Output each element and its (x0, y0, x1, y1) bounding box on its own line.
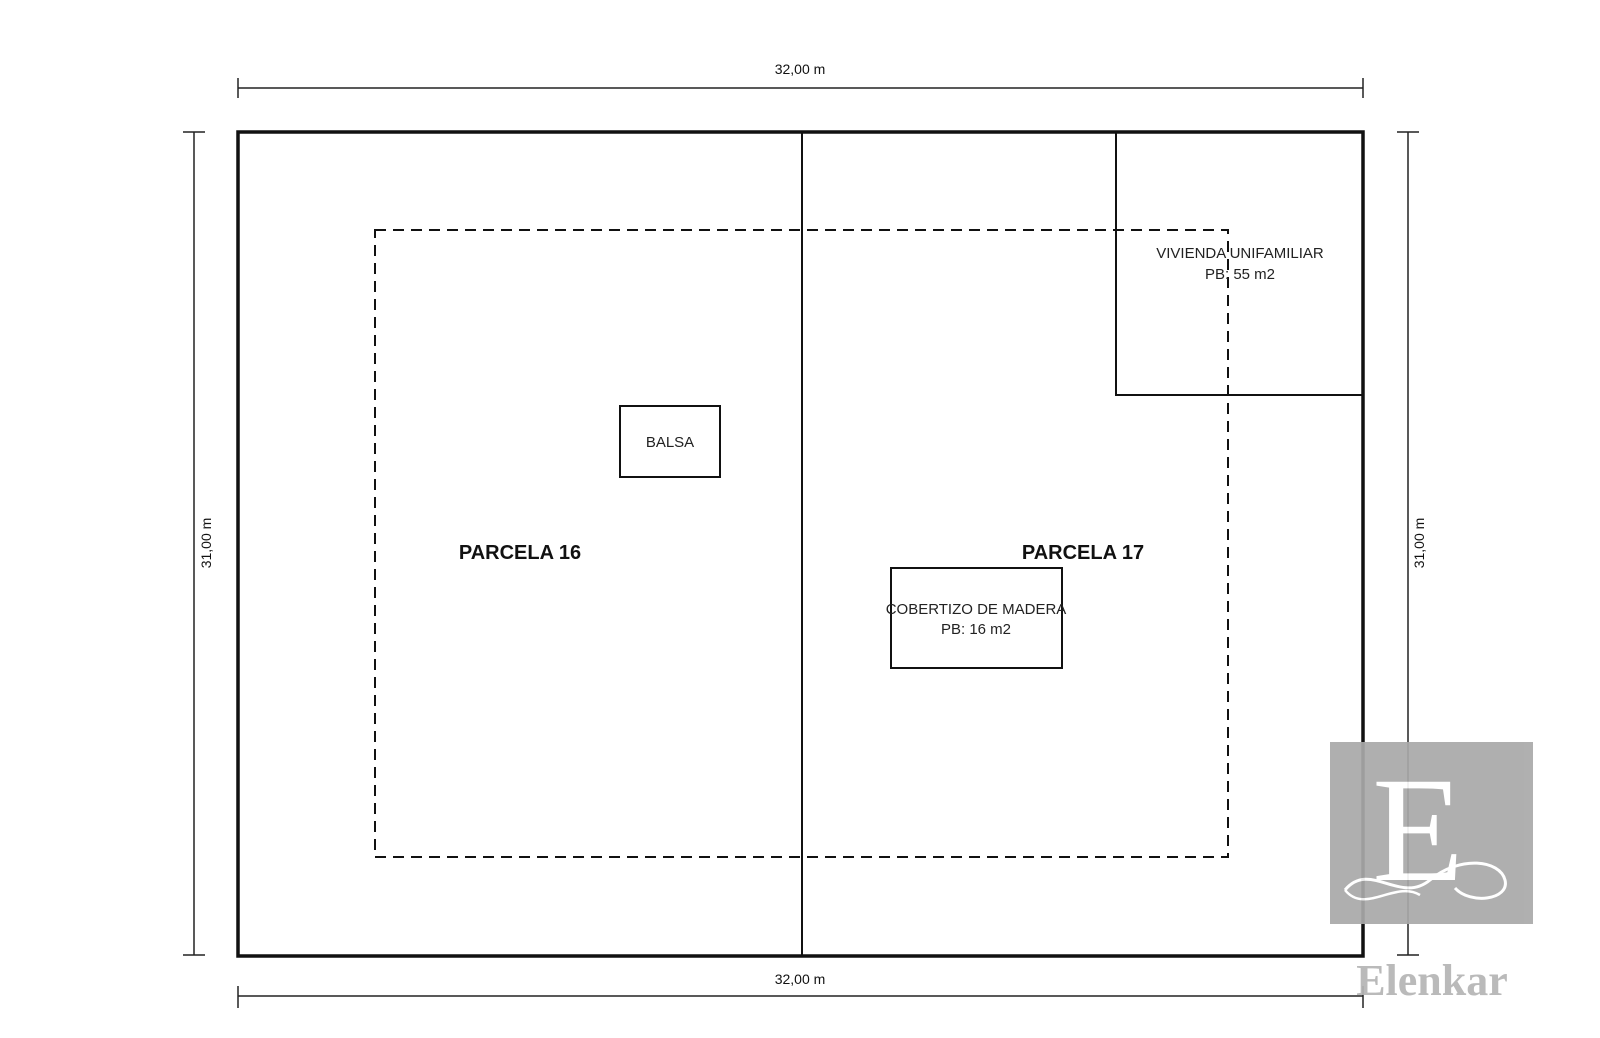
elenkar-logo: E Elenkar (1330, 742, 1533, 1005)
bottom-dimension-label: 32,00 m (775, 971, 826, 987)
house-outline (1115, 131, 1364, 396)
logo-flourish (1343, 861, 1507, 900)
parcel-16-label: PARCELA 16 (459, 542, 581, 564)
bottom-dimension: 32,00 m (237, 971, 1364, 1008)
house-label-line2: PB: 55 m2 (1205, 266, 1275, 283)
logo-wordmark: Elenkar (1356, 956, 1508, 1005)
logo-flourish-lower (1344, 889, 1421, 901)
left-dimension: 31,00 m (183, 131, 214, 956)
pool-label: BALSA (646, 434, 694, 451)
shed-label-line2: PB: 16 m2 (941, 621, 1011, 638)
top-dimension: 32,00 m (237, 61, 1364, 98)
top-dimension-label: 32,00 m (775, 61, 826, 77)
plot-boundary (236, 130, 1365, 958)
shed-label-line1: COBERTIZO DE MADERA (886, 601, 1067, 618)
setback-line (374, 229, 1229, 858)
left-dimension-label: 31,00 m (198, 518, 214, 569)
shed-outline (890, 567, 1063, 669)
parcel-17-label: PARCELA 17 (1022, 542, 1144, 564)
pool-outline (619, 405, 721, 478)
right-dimension-label: 31,00 m (1411, 518, 1427, 569)
house-label-line1: VIVIENDA UNIFAMILIAR (1156, 245, 1324, 262)
